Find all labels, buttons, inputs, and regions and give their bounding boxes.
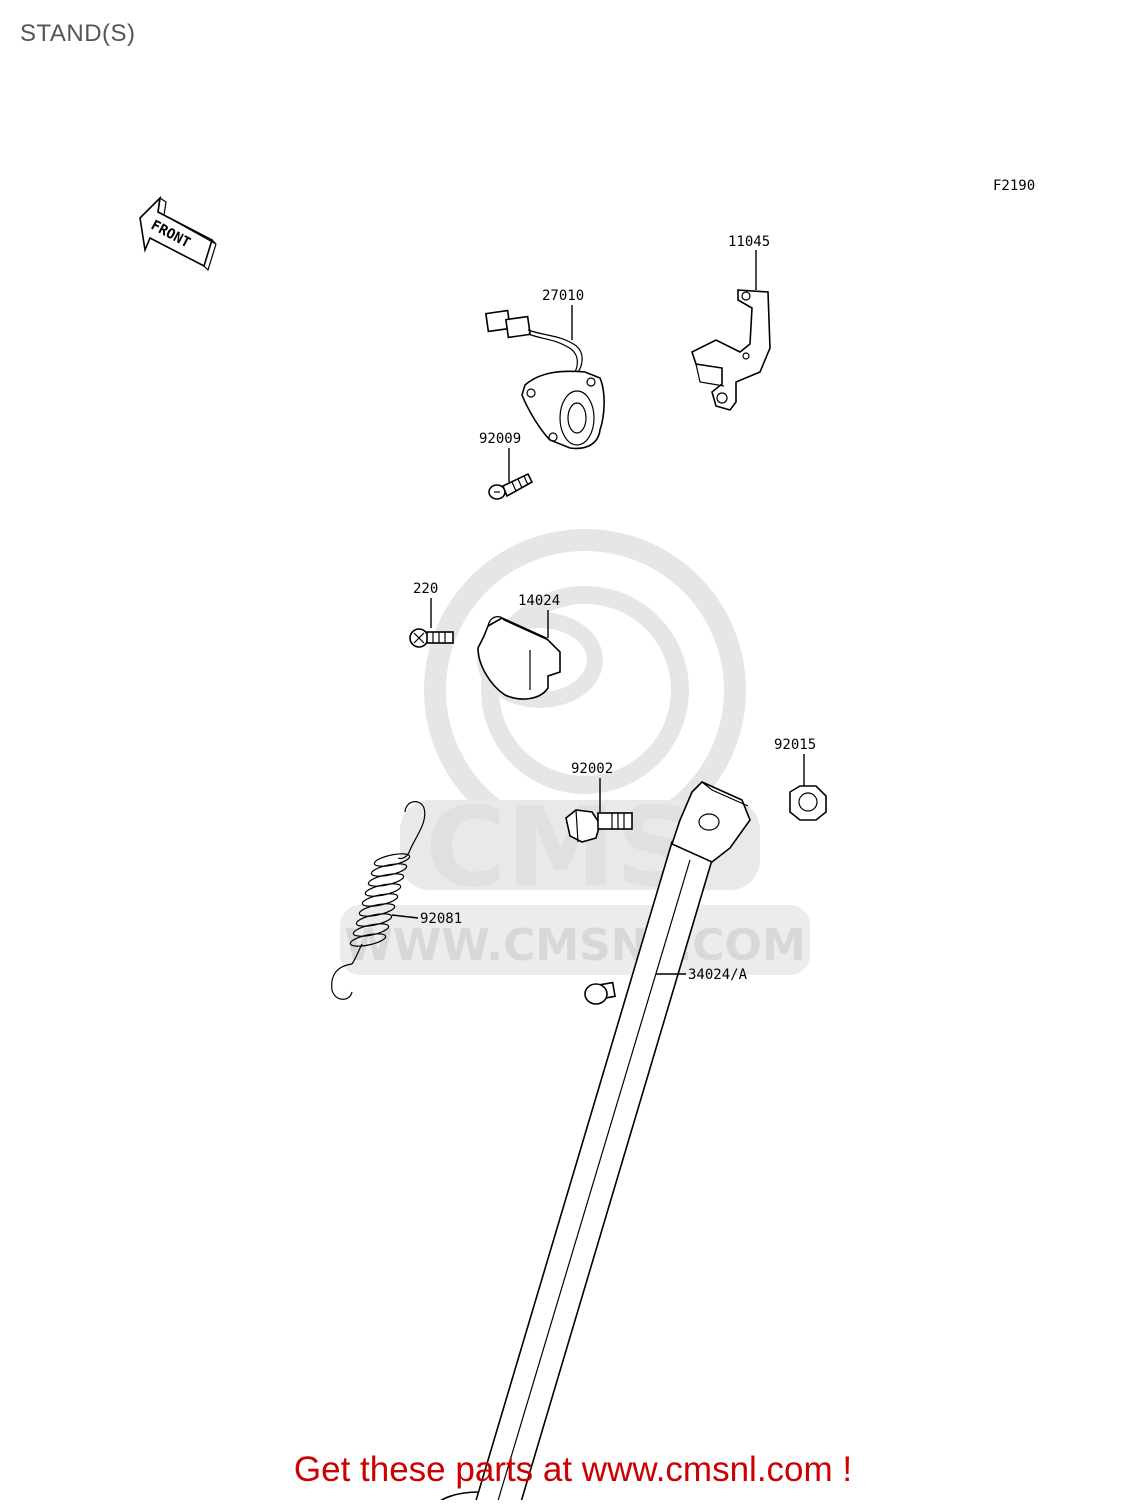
part-92009-screw[interactable] bbox=[488, 472, 534, 500]
page-title: STAND(S) bbox=[20, 20, 136, 47]
leader-92081 bbox=[391, 914, 419, 919]
label-11045[interactable]: 11045 bbox=[728, 234, 770, 250]
part-92015-nut[interactable] bbox=[789, 785, 827, 821]
part-92081-spring[interactable] bbox=[331, 801, 426, 1000]
watermark: CMS WWW.CMSNL.COM bbox=[340, 529, 810, 975]
label-92002[interactable]: 92002 bbox=[571, 761, 613, 777]
part-92002-bolt[interactable] bbox=[565, 809, 633, 843]
front-arrow-icon: FRONT bbox=[139, 195, 217, 272]
part-34024-side-stand[interactable] bbox=[435, 781, 751, 1505]
part-27010-switch[interactable] bbox=[484, 309, 605, 450]
label-220[interactable]: 220 bbox=[413, 581, 438, 597]
part-11045-bracket[interactable] bbox=[691, 289, 771, 411]
watermark-url: WWW.CMSNL.COM bbox=[344, 920, 806, 971]
label-14024[interactable]: 14024 bbox=[518, 593, 560, 609]
label-92081[interactable]: 92081 bbox=[420, 911, 462, 927]
part-220-screw[interactable] bbox=[409, 628, 454, 648]
label-92009[interactable]: 92009 bbox=[479, 431, 521, 447]
label-34024[interactable]: 34024/A bbox=[688, 967, 748, 983]
promo-link[interactable]: Get these parts at www.cmsnl.com ! bbox=[293, 1450, 853, 1489]
part-14024-cover[interactable] bbox=[477, 616, 561, 700]
figure-code: F2190 bbox=[993, 178, 1035, 194]
label-92015[interactable]: 92015 bbox=[774, 737, 816, 753]
label-27010[interactable]: 27010 bbox=[542, 288, 584, 304]
watermark-logo: CMS bbox=[425, 783, 694, 911]
